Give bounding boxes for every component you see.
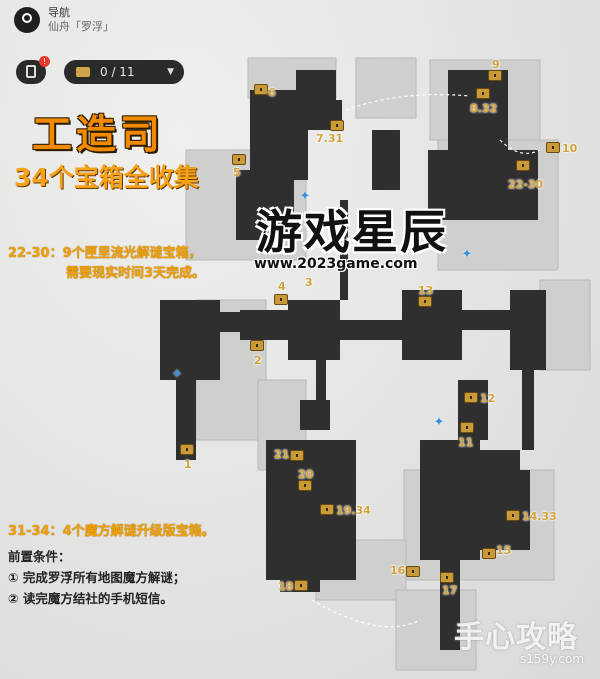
marker-label: 19.34 [336, 504, 371, 517]
marker-label: 8.32 [470, 102, 498, 115]
watermark-text: 游戏星辰 [256, 205, 448, 259]
marker-label: 17 [442, 584, 458, 597]
note-31-34: 31-34：4个魔方解谜升级版宝箱。 [8, 524, 215, 539]
prereq-item: ① 完成罗浮所有地图魔方解谜； [8, 570, 186, 585]
chest-icon[interactable] [330, 120, 344, 131]
chest-icon[interactable] [232, 154, 246, 165]
chest-counter-dropdown[interactable]: 0 / 11 ▼ [64, 60, 184, 84]
chest-icon[interactable] [254, 84, 268, 95]
chest-icon[interactable] [320, 504, 334, 515]
chest-icon[interactable] [488, 70, 502, 81]
marker-label: 2 [254, 354, 262, 367]
chest-icon[interactable] [482, 548, 496, 559]
chest-icon[interactable] [506, 510, 520, 521]
chest-icon[interactable] [406, 566, 420, 577]
page-subtitle: 34个宝箱全收集 [14, 163, 199, 192]
teleport-anchor-icon[interactable]: ✦ [171, 367, 183, 382]
chest-count: 0 / 11 [100, 65, 135, 79]
note-line: 22-30：9个匣里流光解谜宝箱， [8, 246, 202, 261]
teleport-anchor-icon[interactable]: ✦ [461, 247, 473, 262]
nav-title: 导航 [48, 6, 70, 19]
page-title: 工造司 [32, 111, 164, 158]
marker-label: 10 [562, 142, 578, 155]
nav-location: 仙舟「罗浮」 [48, 20, 114, 33]
marker-label: 20 [298, 468, 314, 481]
marker-label: 7.31 [316, 132, 344, 145]
marker-label: 3 [305, 276, 313, 289]
marker-label: 16 [390, 564, 406, 577]
chest-icon[interactable] [464, 392, 478, 403]
phone-icon [26, 65, 36, 78]
marker-label: 22-30 [508, 178, 544, 191]
marker-label: 12 [480, 392, 496, 405]
chest-icon [76, 67, 90, 77]
chest-icon[interactable] [460, 422, 474, 433]
note-line: 需要现实时间3天完成。 [66, 266, 206, 281]
chest-icon[interactable] [440, 572, 454, 583]
marker-label: 4 [278, 280, 286, 293]
marker-label: 6 [268, 86, 276, 99]
chest-icon[interactable] [290, 450, 304, 461]
chevron-down-icon: ▼ [167, 67, 174, 77]
marker-label: 11 [458, 436, 474, 449]
marker-label: 9 [492, 58, 500, 71]
chest-icon[interactable] [546, 142, 560, 153]
note-22-30: 22-30：9个匣里流光解谜宝箱， 需要现实时间3天完成。 [8, 244, 205, 284]
phone-button[interactable]: ! [16, 56, 50, 84]
logo-text: 手心攻略 [454, 620, 578, 655]
chest-icon[interactable] [250, 340, 264, 351]
marker-label: 13 [418, 284, 434, 297]
teleport-anchor-icon[interactable]: ✦ [299, 189, 311, 204]
prereq-label: 前置条件： [8, 549, 71, 564]
marker-label: 18 [278, 580, 294, 593]
chest-icon[interactable] [294, 580, 308, 591]
logo-url: s159y.com [520, 652, 584, 666]
chest-icon[interactable] [298, 480, 312, 491]
watermark-url: www.2023game.com [254, 256, 418, 272]
chest-icon[interactable] [274, 294, 288, 305]
chest-icon[interactable] [418, 296, 432, 307]
prereq-item: ② 读完魔方结社的手机短信。 [8, 591, 173, 606]
notification-badge: ! [39, 56, 50, 67]
chest-icon[interactable] [180, 444, 194, 455]
teleport-anchor-icon[interactable]: ✦ [433, 415, 445, 430]
marker-label: 5 [233, 166, 241, 179]
marker-label: 15 [496, 544, 512, 557]
marker-label: 14.33 [522, 510, 557, 523]
navigation-header[interactable]: 导航 仙舟「罗浮」 [14, 6, 114, 34]
prerequisites: 前置条件： ① 完成罗浮所有地图魔方解谜； ② 读完魔方结社的手机短信。 [8, 546, 185, 609]
marker-label: 1 [184, 458, 192, 471]
marker-label: 21 [274, 448, 290, 461]
chest-icon[interactable] [516, 160, 530, 171]
chest-icon[interactable] [476, 88, 490, 99]
map-pin-icon [14, 7, 40, 33]
